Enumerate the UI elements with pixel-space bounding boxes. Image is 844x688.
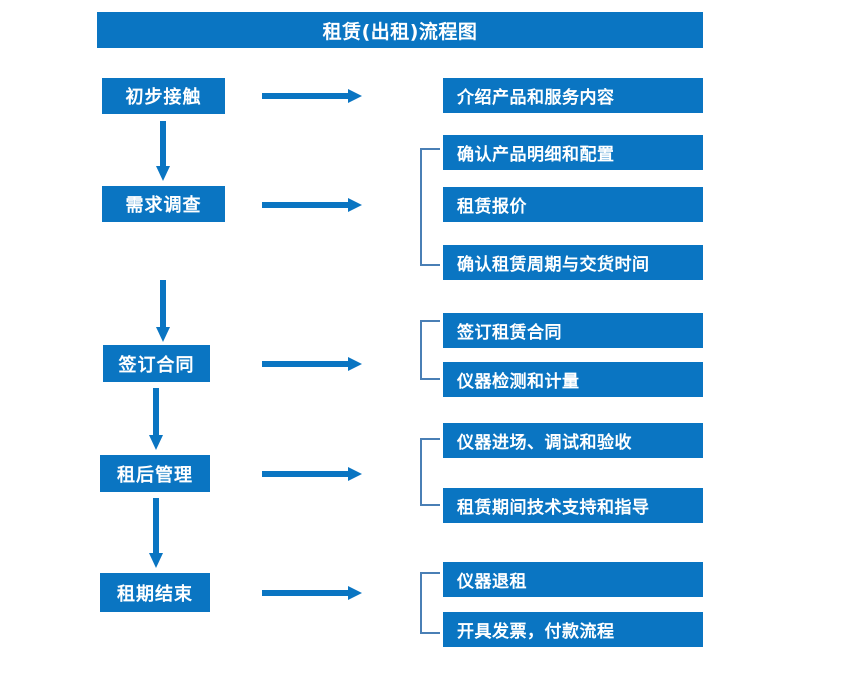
stage-box-3[interactable]: 签订合同 bbox=[103, 345, 210, 382]
stage-box-4[interactable]: 租后管理 bbox=[100, 455, 210, 492]
detail-box-1-1[interactable]: 介绍产品和服务内容 bbox=[443, 78, 703, 113]
detail-box-2-1[interactable]: 确认产品明细和配置 bbox=[443, 135, 703, 170]
arrow-right-icon-3 bbox=[262, 356, 362, 371]
arrow-down-icon-3 bbox=[149, 388, 163, 450]
detail-box-2-2[interactable]: 租赁报价 bbox=[443, 187, 703, 222]
bracket-left-icon-group-4 bbox=[420, 438, 440, 506]
bracket-left-icon-group-2 bbox=[420, 148, 440, 266]
arrow-right-icon-4 bbox=[262, 466, 362, 481]
arrow-right-icon-1 bbox=[262, 88, 362, 103]
page-title: 租赁(出租)流程图 bbox=[97, 12, 703, 48]
detail-box-3-1[interactable]: 签订租赁合同 bbox=[443, 313, 703, 348]
detail-box-3-2[interactable]: 仪器检测和计量 bbox=[443, 362, 703, 397]
detail-box-2-3[interactable]: 确认租赁周期与交货时间 bbox=[443, 245, 703, 280]
bracket-left-icon-group-3 bbox=[420, 320, 440, 380]
stage-box-1[interactable]: 初步接触 bbox=[102, 78, 225, 114]
detail-box-5-1[interactable]: 仪器退租 bbox=[443, 562, 703, 597]
bracket-left-icon-group-5 bbox=[420, 572, 440, 634]
detail-box-4-1[interactable]: 仪器进场、调试和验收 bbox=[443, 423, 703, 458]
detail-box-4-2[interactable]: 租赁期间技术支持和指导 bbox=[443, 488, 703, 523]
arrow-down-icon-1 bbox=[156, 121, 170, 181]
arrow-right-icon-2 bbox=[262, 197, 362, 212]
detail-box-5-2[interactable]: 开具发票，付款流程 bbox=[443, 612, 703, 647]
arrow-down-icon-4 bbox=[149, 498, 163, 568]
stage-box-5[interactable]: 租期结束 bbox=[100, 573, 210, 612]
stage-box-2[interactable]: 需求调查 bbox=[102, 186, 225, 222]
arrow-down-icon-2 bbox=[156, 280, 170, 342]
arrow-right-icon-5 bbox=[262, 585, 362, 600]
